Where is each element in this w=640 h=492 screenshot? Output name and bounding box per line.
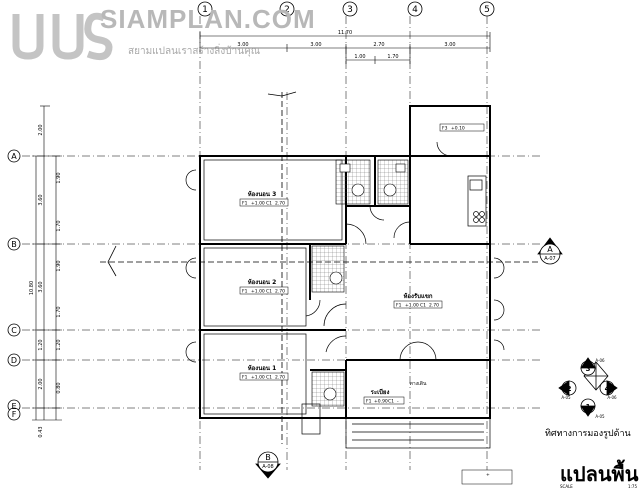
tag-br1-finish: F1	[242, 375, 248, 381]
porch-label: ทางเดิน	[410, 380, 428, 387]
dim-seg-2: 3.00	[310, 42, 321, 48]
compass-caption: ทิศทางการมองรูปด้าน	[545, 429, 631, 439]
dim-left-2: 3.60	[38, 194, 44, 205]
doors	[305, 141, 452, 361]
dim-left-4: 1.20	[38, 339, 44, 350]
grid-row-f: F	[12, 410, 17, 419]
section-b-sheet: A-08	[262, 464, 273, 470]
tag-br1-code: C1	[266, 375, 272, 381]
left-dimensions	[32, 105, 62, 421]
compass-view-2: 2	[567, 385, 572, 393]
compass-sheet-2: A-05	[561, 395, 571, 400]
grid-row-d: D	[11, 356, 17, 365]
tag-br2-code: C1	[266, 289, 272, 295]
section-a-id: A	[547, 245, 553, 254]
walls	[199, 105, 491, 419]
tag-br1-level: +1.00	[251, 375, 265, 381]
grid-col-5: 5	[484, 5, 490, 15]
dim-left-3: 3.60	[38, 281, 44, 292]
tag-veranda-level: +0.90	[374, 399, 388, 405]
compass-view-1: 1	[586, 403, 591, 411]
tag-br3-level: +1.00	[251, 201, 265, 207]
compass-sheet-3: A-06	[595, 358, 605, 363]
dim-left-5: 2.00	[38, 378, 44, 389]
tag-living-code: C1	[420, 303, 426, 309]
finish-tags	[239, 123, 513, 485]
tag-veranda-height: -	[397, 400, 399, 405]
dim-overall: 11.70	[338, 30, 352, 36]
tag-br2-finish: F1	[242, 289, 248, 295]
dim-left-sub-3: 1.90	[56, 260, 62, 271]
section-marker-b	[255, 91, 297, 479]
section-a-sheet: A-07	[544, 256, 555, 262]
tag-br3-height: 2.70	[275, 201, 285, 207]
dim-seg-4: 3.00	[444, 42, 455, 48]
tag-living-finish: F1	[396, 303, 402, 309]
tag-kitchen-level: +0.10	[451, 126, 465, 132]
tag-living-level: +1.00	[405, 303, 419, 309]
tag-br1-height: 2.70	[275, 375, 285, 381]
dim-left-sub-5: 1.20	[56, 339, 62, 350]
porch-level-tag: +	[486, 472, 490, 478]
tag-br3-finish: F1	[242, 201, 248, 207]
windows	[185, 169, 505, 363]
scale-value: 1:75	[628, 484, 637, 489]
room-name-bedroom-3: ห้องนอน 3	[248, 190, 277, 198]
compass-sheet-4: A-06	[607, 395, 617, 400]
tag-kitchen-finish: F3	[442, 126, 448, 132]
tag-veranda-code: C1	[388, 399, 394, 405]
grid-bubbles	[7, 1, 495, 421]
compass-view-4: 4	[605, 385, 610, 393]
bathrooms	[311, 159, 409, 407]
tag-br2-level: +1.00	[251, 289, 265, 295]
siamplan-logo-mark	[12, 12, 113, 61]
dim-seg-1: 3.00	[237, 42, 248, 48]
compass-view-3: 3	[586, 365, 591, 373]
tag-br3-code: C1	[266, 201, 272, 207]
tag-br2-height: 2.70	[275, 289, 285, 295]
dim-left-1: 2.00	[38, 124, 44, 135]
room-name-living: ห้องรับแขก	[403, 292, 432, 300]
tag-living-height: 2.70	[429, 303, 439, 309]
grid-col-4: 4	[412, 5, 418, 15]
grid-col-1: 1	[202, 5, 208, 15]
tag-veranda-finish: F1	[366, 399, 372, 405]
dim-sub-1: 1.00	[354, 54, 365, 60]
dim-left-sub-4: 1.70	[56, 306, 62, 317]
grid-col-2: 2	[284, 5, 290, 15]
kitchen	[467, 175, 487, 227]
scale-label: SCALE	[560, 484, 573, 489]
brand-tagline: สยามแปลนเราสร้างสิ่งบ้านคุณ	[128, 46, 261, 57]
grid-row-c: C	[11, 326, 17, 335]
grid-col-3: 3	[347, 5, 353, 15]
room-name-bedroom-2: ห้องนอน 2	[248, 278, 277, 286]
section-marker-a	[100, 237, 563, 277]
grid-row-a: A	[11, 152, 17, 161]
brand-name: SIAMPLAN.COM	[100, 4, 316, 34]
dim-left-overall: 10.80	[29, 281, 35, 295]
dim-left-sub-1: 1.90	[56, 172, 62, 183]
dim-left-6: 0.43	[38, 426, 44, 437]
grid-row-b: B	[11, 240, 17, 249]
dim-left-sub-2: 1.70	[56, 220, 62, 231]
dim-sub-2: 1.70	[387, 54, 398, 60]
compass-sheet-1: A-05	[595, 414, 605, 419]
top-dimensions	[199, 32, 491, 64]
porch	[301, 403, 491, 449]
view-direction-compass	[558, 357, 618, 417]
room-name-veranda: ระเบียง	[371, 388, 390, 396]
dim-seg-3: 2.70	[373, 42, 384, 48]
dim-left-sub-6: 0.80	[56, 382, 62, 393]
grid-row-e: E	[11, 402, 16, 411]
drawing-title: แปลนพื้น	[560, 462, 639, 486]
section-b-id: B	[265, 453, 271, 462]
room-name-bedroom-1: ห้องนอน 1	[248, 364, 277, 372]
